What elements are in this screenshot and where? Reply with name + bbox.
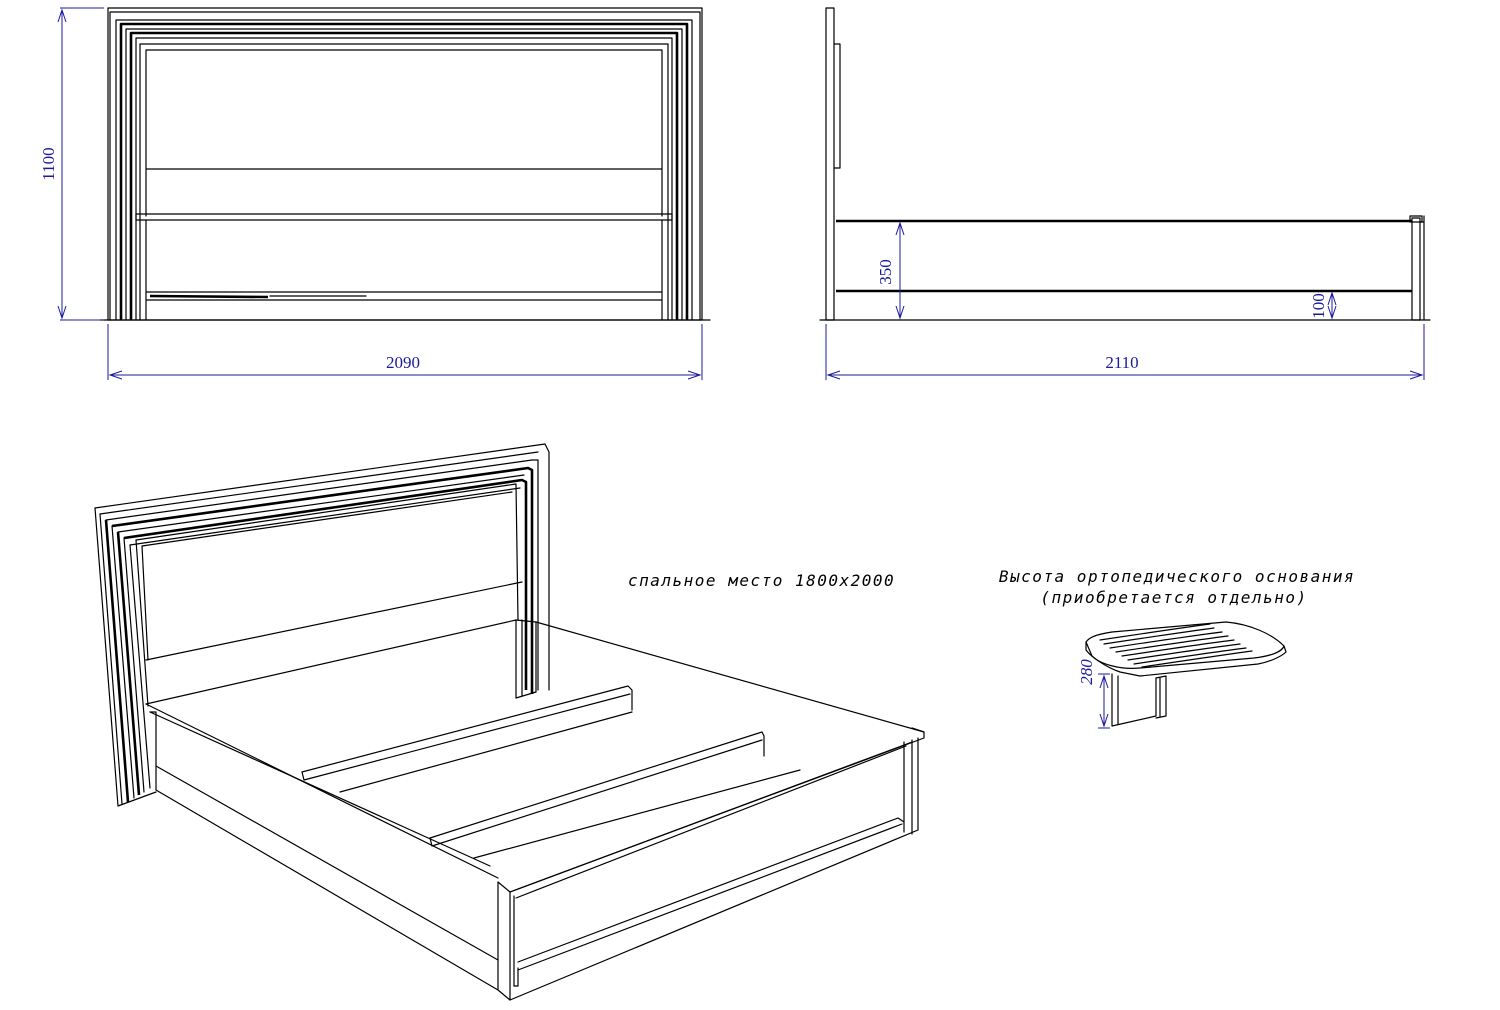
side-footboard (1411, 217, 1421, 321)
front-view: 1100 2090 (39, 7, 711, 380)
dim-side-length: 2110 (1105, 353, 1138, 372)
iso-footboard (497, 727, 925, 893)
iso-slat-2 (429, 731, 765, 839)
base-detail: Высота ортопедического основания (приобр… (999, 567, 1355, 729)
side-headboard (825, 7, 835, 321)
iso-headboard-panel (135, 483, 519, 621)
dim-side-clearance: 100 (1309, 293, 1328, 319)
side-view: 350 100 2110 (819, 7, 1431, 380)
iso-near-rail (145, 703, 499, 879)
iso-slat-1 (301, 685, 633, 773)
dim-base-height: 280 (1077, 659, 1096, 685)
isometric-view (94, 443, 925, 1001)
front-rail (135, 213, 673, 221)
dim-front-height: 1100 (39, 147, 58, 180)
iso-headboard (94, 443, 550, 691)
sleeping-area-note: спальное место 1800х2000 (628, 571, 895, 590)
front-outer-frame (107, 7, 703, 321)
dim-front-width: 2090 (386, 353, 420, 372)
base-title-line2: (приобретается отдельно) (1040, 588, 1307, 607)
iso-far-rail (515, 619, 925, 733)
base-leg-front (1111, 673, 1157, 727)
base-frame (1085, 621, 1285, 669)
front-inner-panel (139, 43, 669, 321)
dim-side-frame-height: 350 (876, 259, 895, 285)
base-title-line1: Высота ортопедического основания (999, 567, 1355, 586)
